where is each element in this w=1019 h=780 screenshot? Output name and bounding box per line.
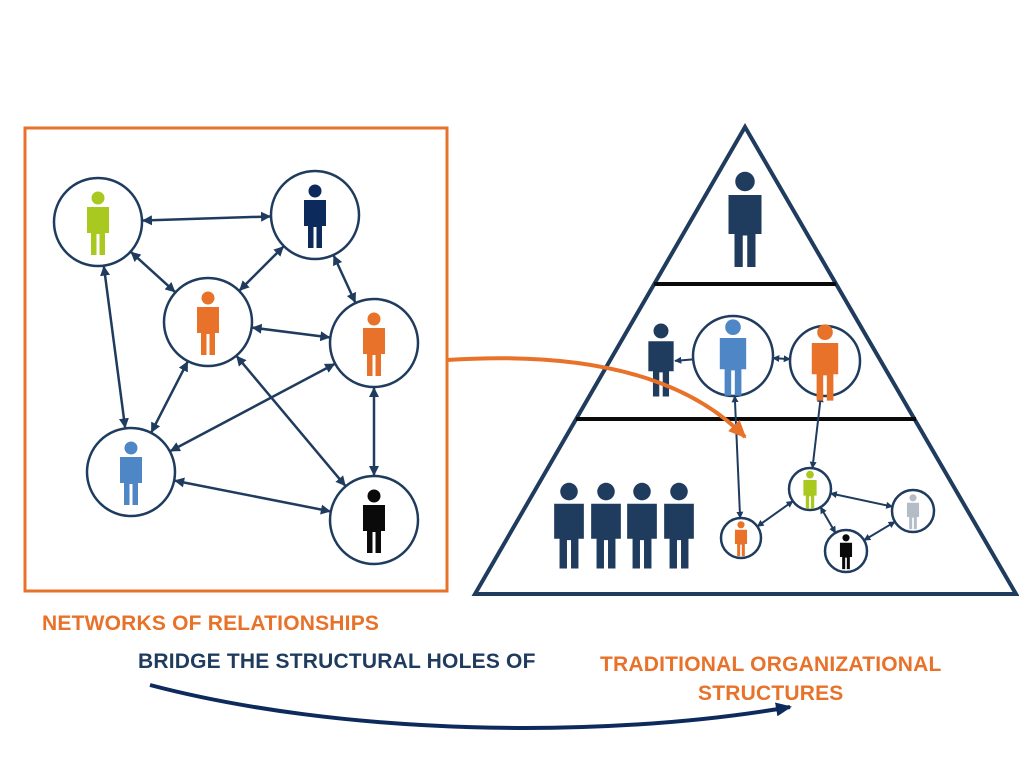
link-lime-blue — [100, 265, 129, 429]
network-links — [100, 211, 379, 515]
link-middle-blue-middle-manager — [674, 356, 694, 364]
person-icon-top-leader — [728, 171, 762, 267]
person-icon-worker-3 — [627, 482, 657, 569]
caption-traditional: TRADITIONAL ORGANIZATIONAL STRUCTURES — [600, 650, 942, 708]
pyramid-outline — [471, 123, 1019, 596]
link-small-lime-small-black — [819, 506, 837, 534]
link-orange-right-blue — [169, 362, 336, 453]
pyramid-nodes — [554, 171, 936, 574]
link-lime-orange-center — [130, 251, 176, 293]
link-dark-navy-orange-right — [332, 254, 357, 304]
link-orange-center-black — [235, 355, 347, 487]
link-middle-orange-small-lime — [809, 395, 824, 469]
caption-networks: NETWORKS OF RELATIONSHIPS — [42, 612, 380, 635]
link-blue-black — [174, 477, 331, 515]
caption-bridge: BRIDGE THE STRUCTURAL HOLES OF — [138, 650, 536, 673]
link-small-black-small-gray — [863, 520, 896, 542]
pyramid-links — [674, 355, 896, 542]
link-orange-center-orange-right — [251, 323, 331, 342]
link-middle-blue-middle-orange — [772, 355, 791, 363]
link-small-lime-small-orange — [756, 500, 794, 528]
link-middle-blue-small-orange — [731, 395, 744, 519]
caption-traditional-line2: STRUCTURES — [698, 682, 844, 705]
person-icon-worker-1 — [554, 482, 584, 569]
link-small-lime-small-gray — [829, 491, 894, 509]
link-lime-dark-navy — [141, 211, 272, 226]
person-icon-worker-4 — [664, 482, 694, 569]
link-orange-center-blue — [150, 361, 189, 433]
bridge-arrow-navy — [149, 683, 792, 730]
link-dark-navy-orange-center — [238, 245, 285, 292]
caption-traditional-line1: TRADITIONAL ORGANIZATIONAL — [600, 653, 942, 676]
bridge-arrow-orange — [446, 356, 747, 439]
network-nodes — [52, 169, 420, 566]
person-icon-worker-2 — [591, 482, 621, 569]
